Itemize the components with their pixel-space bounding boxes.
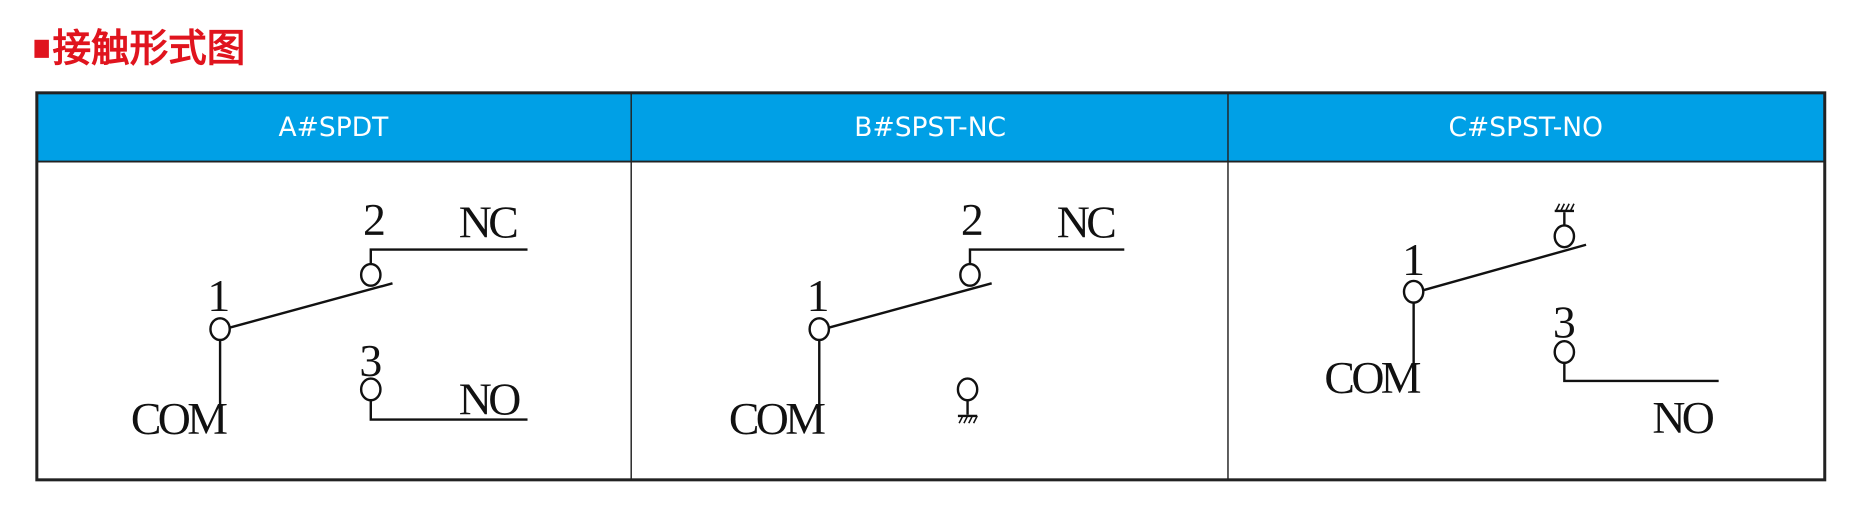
terminal-2-grounded [1553, 224, 1576, 249]
ground-icon [957, 414, 978, 424]
nc-label: NC [459, 197, 517, 248]
title-marker [34, 39, 49, 58]
ground-icon [1554, 203, 1575, 213]
panel-b-spst-nc-schematic: 1 2 NC COM [729, 194, 1125, 444]
no-label: NO [1652, 392, 1713, 443]
terminal-2 [959, 262, 981, 287]
pin2-label: 2 [961, 194, 984, 245]
pin1-label: 1 [207, 270, 230, 321]
header-b: B#SPST-NC [854, 112, 1006, 143]
table-border [35, 91, 1827, 482]
pin3-label: 3 [1553, 297, 1576, 348]
page-title: 接触形式图 [53, 26, 246, 71]
pin2-label: 2 [363, 194, 386, 245]
header-c: C#SPST-NO [1449, 112, 1603, 143]
com-label: COM [729, 393, 825, 444]
pin3-label: 3 [359, 335, 382, 386]
terminal-3 [359, 377, 382, 402]
terminal-3 [1553, 339, 1576, 365]
header-a: A#SPDT [279, 112, 390, 143]
no-label: NO [459, 374, 520, 425]
panel-c-spst-no-schematic: 1 3 NO COM [1324, 203, 1719, 443]
panel-a-spdt-schematic: 1 2 3 NC NO COM [131, 194, 528, 444]
pin1-label: 1 [1402, 234, 1425, 285]
pin1-label: 1 [807, 270, 830, 321]
terminal-3-grounded [956, 377, 979, 402]
table-header-bar [36, 92, 1825, 162]
com-label: COM [131, 393, 227, 444]
nc-label: NC [1057, 197, 1115, 248]
terminal-1 [209, 317, 231, 342]
terminal-1 [808, 317, 831, 342]
terminal-2 [359, 262, 382, 287]
terminal-1 [1402, 279, 1425, 304]
com-label: COM [1324, 352, 1420, 403]
